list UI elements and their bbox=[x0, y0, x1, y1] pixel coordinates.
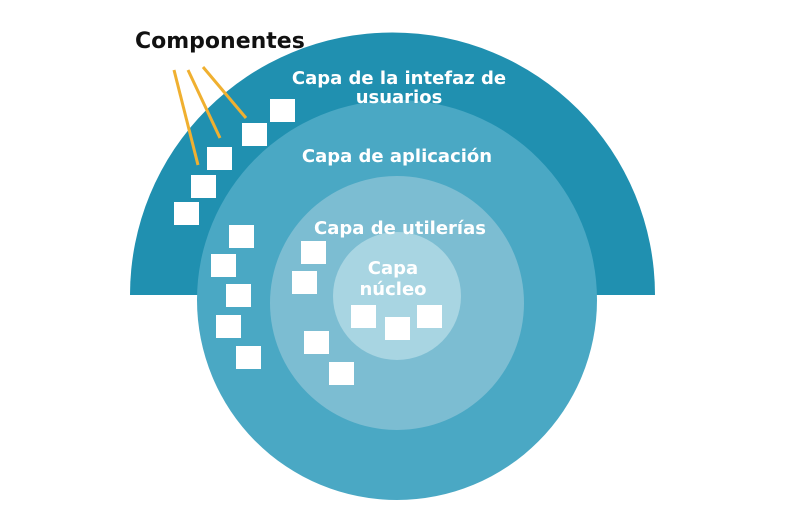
component-pointers bbox=[172, 66, 248, 166]
component-square bbox=[304, 331, 329, 354]
component-square bbox=[191, 175, 216, 198]
component-square bbox=[226, 284, 251, 307]
core-layer-label-line1: Capa bbox=[368, 258, 418, 279]
components-title: Componentes bbox=[135, 29, 305, 54]
component-square bbox=[329, 362, 354, 385]
component-square bbox=[211, 254, 236, 277]
application-layer-label: Capa de aplicación bbox=[302, 146, 492, 167]
component-square bbox=[417, 305, 442, 328]
component-square bbox=[351, 305, 376, 328]
core-layer-label-line2: núcleo bbox=[359, 279, 426, 300]
component-square bbox=[216, 315, 241, 338]
ui-layer-label-line2: usuarios bbox=[356, 87, 443, 108]
component-square bbox=[301, 241, 326, 264]
component-square bbox=[270, 99, 295, 122]
component-square bbox=[236, 346, 261, 369]
component-square bbox=[174, 202, 199, 225]
component-square bbox=[385, 317, 410, 340]
ui-layer-label-line1: Capa de la intefaz de bbox=[292, 68, 506, 89]
pointer-line bbox=[172, 69, 200, 166]
pointer-line bbox=[186, 69, 222, 139]
component-square bbox=[207, 147, 232, 170]
component-square bbox=[292, 271, 317, 294]
pointer-line bbox=[201, 66, 248, 119]
utilities-layer-label: Capa de utilerías bbox=[314, 218, 486, 239]
components bbox=[174, 99, 442, 385]
component-square bbox=[242, 123, 267, 146]
component-square bbox=[229, 225, 254, 248]
